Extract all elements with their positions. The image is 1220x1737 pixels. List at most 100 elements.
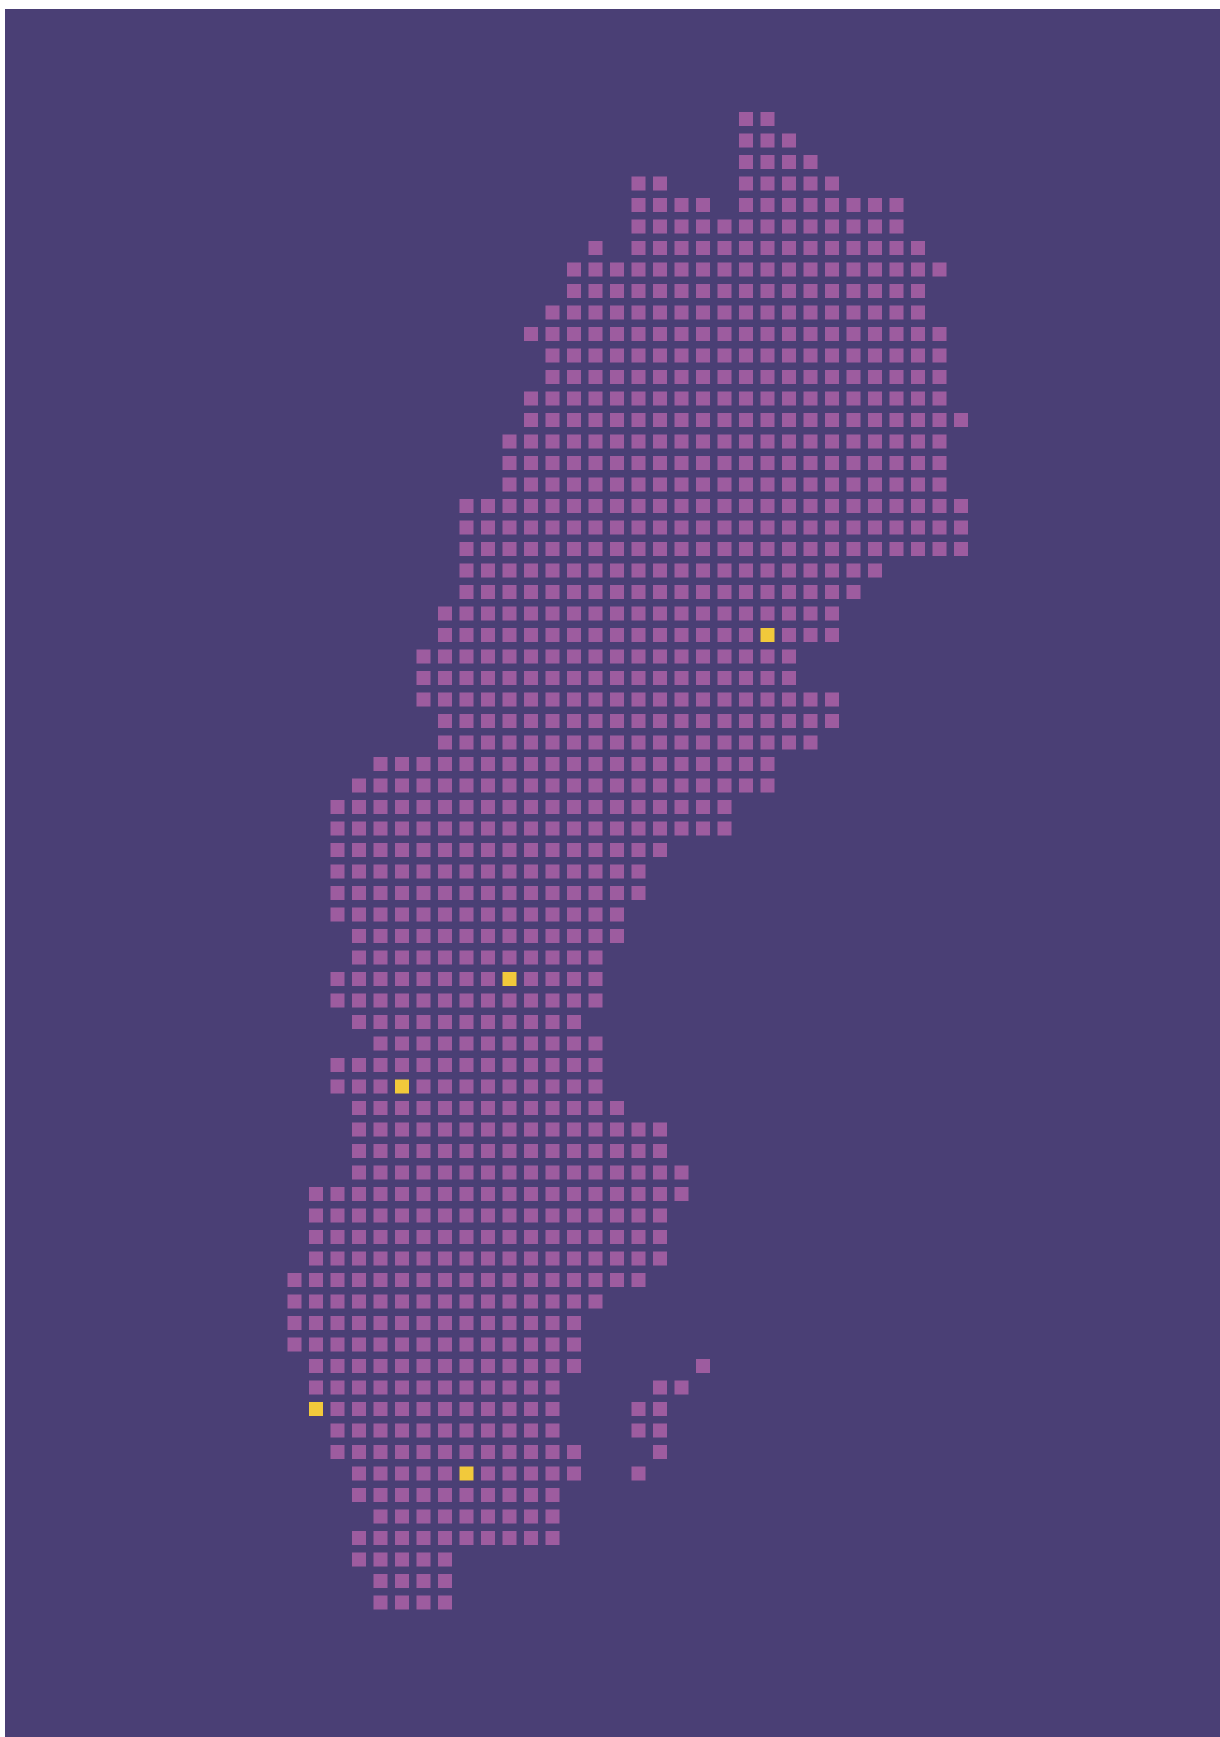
map-dot — [653, 434, 667, 449]
map-dot — [545, 1337, 560, 1352]
map-dot — [502, 757, 517, 771]
map-dot — [459, 1294, 474, 1309]
map-dot — [803, 477, 818, 492]
map-dot — [653, 714, 667, 728]
map-dot — [567, 413, 581, 427]
map-dot — [545, 1251, 560, 1266]
map-dot — [717, 413, 732, 427]
map-dot — [545, 1531, 560, 1545]
map-dot — [352, 1531, 366, 1545]
map-dot — [373, 1337, 388, 1352]
map-dot — [502, 843, 517, 857]
map-dot — [373, 1230, 388, 1244]
map-dot — [803, 155, 818, 169]
map-dot — [610, 821, 624, 836]
map-dot — [481, 671, 495, 685]
map-dot — [481, 1208, 495, 1223]
map-dot — [352, 1015, 366, 1029]
map-dot — [588, 950, 603, 965]
map-dot — [588, 585, 603, 599]
map-dot — [674, 305, 689, 320]
map-dot — [524, 606, 538, 621]
map-dot — [674, 241, 689, 255]
map-dot — [588, 477, 603, 492]
map-dot — [352, 1079, 366, 1094]
map-dot — [653, 1230, 667, 1244]
map-dot — [631, 520, 646, 535]
map-dot — [416, 1294, 431, 1309]
map-dot — [782, 585, 796, 599]
map-dot — [459, 800, 474, 814]
map-dot — [653, 649, 667, 664]
map-dot — [674, 1165, 689, 1180]
map-dot — [631, 692, 646, 707]
map-dot — [438, 1165, 452, 1180]
map-dot — [438, 1595, 452, 1610]
map-dot — [739, 520, 753, 535]
map-dot — [416, 1015, 431, 1029]
map-dot — [631, 714, 646, 728]
map-dot — [674, 1380, 689, 1395]
map-dot — [524, 993, 538, 1008]
map-dot — [717, 778, 732, 793]
map-dot — [674, 284, 689, 298]
map-dot — [889, 305, 904, 320]
map-dot — [459, 1359, 474, 1373]
map-dot — [567, 886, 581, 900]
map-dot — [438, 671, 452, 685]
map-dot — [911, 262, 925, 277]
map-dot — [524, 327, 538, 341]
map-dot — [717, 585, 732, 599]
map-dot — [459, 692, 474, 707]
map-dot — [395, 1208, 409, 1223]
map-dot — [416, 1058, 431, 1072]
map-dot — [524, 1058, 538, 1072]
map-dot — [438, 821, 452, 836]
map-dot — [803, 628, 818, 642]
map-dot — [932, 348, 947, 363]
map-dot — [674, 348, 689, 363]
map-dot — [438, 1402, 452, 1416]
map-dot — [459, 585, 474, 599]
map-dot — [674, 477, 689, 492]
map-dot — [502, 1101, 517, 1115]
map-dot — [481, 1122, 495, 1137]
map-dot — [459, 1402, 474, 1416]
map-dot — [481, 950, 495, 965]
map-dot — [588, 1294, 603, 1309]
map-dot — [459, 1251, 474, 1266]
map-dot — [395, 1122, 409, 1137]
map-dot — [567, 778, 581, 793]
map-dot — [459, 972, 474, 986]
map-dot — [825, 176, 839, 191]
map-dot — [588, 1144, 603, 1158]
map-dot — [567, 864, 581, 879]
map-dot — [309, 1294, 323, 1309]
map-dot — [760, 649, 775, 664]
map-dot — [459, 929, 474, 943]
map-dot — [760, 714, 775, 728]
map-dot — [739, 219, 753, 234]
map-dot — [631, 864, 646, 879]
map-dot — [481, 735, 495, 750]
map-dot — [567, 1165, 581, 1180]
map-dot — [739, 542, 753, 556]
map-dot — [502, 1337, 517, 1352]
map-dot — [588, 1230, 603, 1244]
map-dot — [567, 520, 581, 535]
map-dot — [739, 499, 753, 513]
map-dot — [825, 563, 839, 578]
map-dot — [459, 563, 474, 578]
map-dot — [631, 262, 646, 277]
map-dot — [502, 1036, 517, 1051]
map-dot — [502, 929, 517, 943]
map-dot — [373, 1122, 388, 1137]
map-dot — [330, 1187, 345, 1201]
map-dot — [567, 1187, 581, 1201]
map-dot — [588, 241, 603, 255]
map-dot — [545, 1402, 560, 1416]
map-dot — [416, 1595, 431, 1610]
map-dot — [911, 370, 925, 384]
map-dot — [524, 1015, 538, 1029]
map-dot — [760, 327, 775, 341]
